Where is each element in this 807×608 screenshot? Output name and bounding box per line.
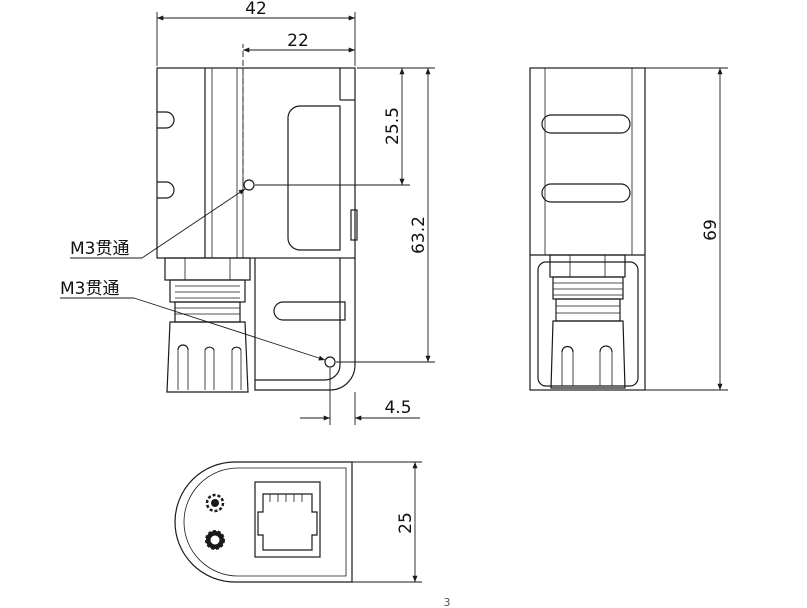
- dim-hole-height: 25.5: [383, 107, 403, 145]
- callout-hole-top: M3贯通: [70, 239, 129, 259]
- gear-icon-filled: [205, 530, 225, 550]
- side-view: [156, 67, 358, 393]
- dim-width-total: 42: [245, 0, 267, 19]
- dimension-lines: [60, 12, 728, 583]
- front-view: [529, 67, 646, 391]
- callout-hole-bottom: M3贯通: [60, 279, 119, 299]
- dim-height-side: 63.2: [409, 216, 429, 254]
- dim-width-partial: 22: [287, 31, 309, 51]
- dim-bottom-depth: 25: [396, 512, 416, 534]
- dim-height-front: 69: [701, 219, 721, 241]
- page-number: 3: [444, 596, 451, 608]
- dim-offset-bottom: 4.5: [384, 398, 411, 418]
- gear-icon: [205, 493, 225, 513]
- bottom-view: [174, 461, 353, 583]
